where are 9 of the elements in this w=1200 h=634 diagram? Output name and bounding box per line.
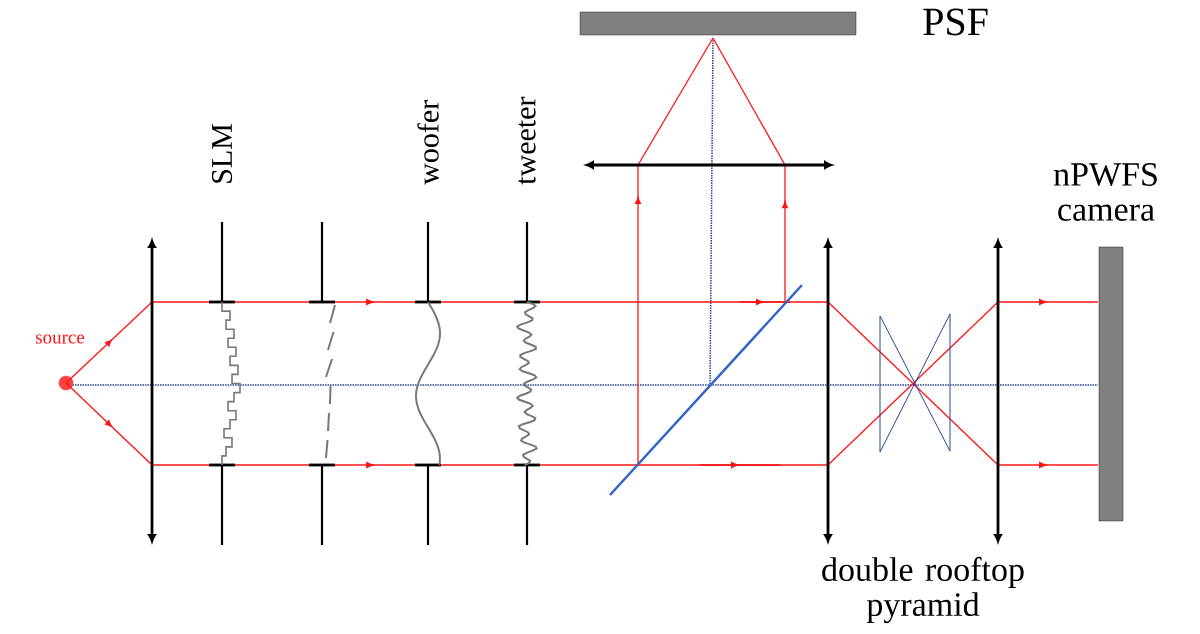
node-label: nPWFS camera	[1053, 163, 1157, 221]
detector: nPWFS camera	[1053, 163, 1157, 522]
part-label: woofer	[417, 100, 439, 185]
part-label: double rooftop pyramid	[822, 556, 1024, 624]
part-label: tweeter	[518, 96, 536, 185]
part-label: SLM	[211, 124, 233, 183]
detector: PSF	[579, 8, 988, 36]
node-label: PSF	[923, 8, 988, 36]
part-label: source	[36, 334, 85, 344]
